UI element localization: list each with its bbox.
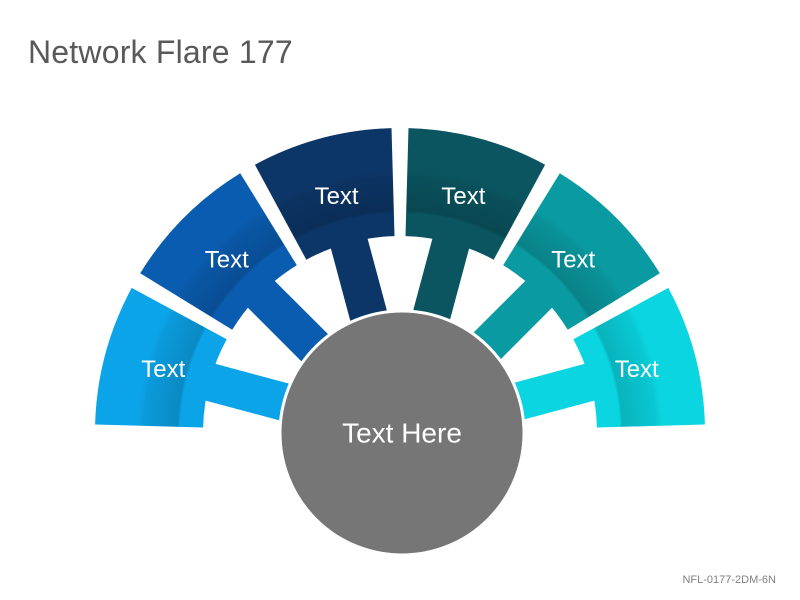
- segment-6[interactable]: Text: [573, 287, 705, 428]
- segment-shade-2: [140, 173, 297, 330]
- segment-shade-4: [405, 128, 546, 260]
- connector-bar-3: [327, 225, 392, 337]
- segment-label-2: Text: [205, 246, 249, 273]
- connector-group: [192, 225, 608, 425]
- segment-2[interactable]: Text: [140, 173, 297, 330]
- connector-bar-1: [192, 360, 304, 425]
- connector-bar-6: [496, 360, 608, 425]
- slide-title: Network Flare 177: [28, 34, 293, 70]
- segment-label-6: Text: [615, 356, 659, 383]
- segment-4[interactable]: Text: [405, 128, 546, 260]
- hub-label: Text Here: [342, 418, 462, 449]
- segment-shade-1: [95, 287, 227, 428]
- segment-label-4: Text: [441, 183, 485, 210]
- segment-shade-6: [573, 287, 705, 428]
- segment-label-1: Text: [141, 356, 185, 383]
- segment-3[interactable]: Text: [254, 128, 395, 260]
- product-code: NFL-0177-2DM-6N: [682, 574, 776, 586]
- hub-circle[interactable]: [278, 309, 526, 557]
- segment-1[interactable]: Text: [95, 287, 227, 428]
- segment-shade-3: [254, 128, 395, 260]
- segment-label-3: Text: [315, 183, 359, 210]
- connector-bar-4: [408, 225, 473, 337]
- segment-shade-5: [503, 173, 660, 330]
- segment-label-5: Text: [551, 246, 595, 273]
- segment-5[interactable]: Text: [503, 173, 660, 330]
